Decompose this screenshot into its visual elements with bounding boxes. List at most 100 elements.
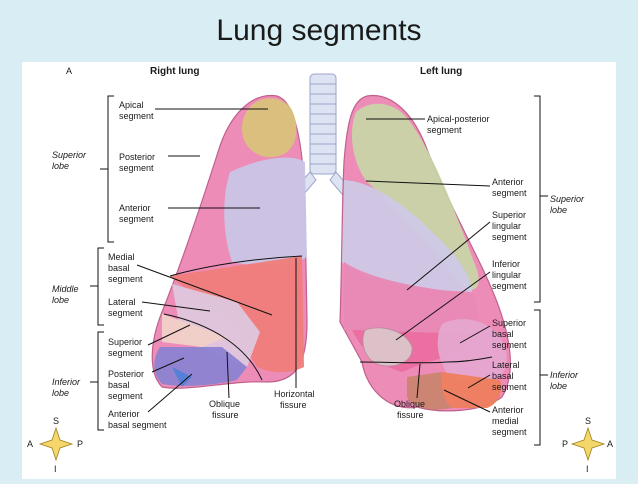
label-posterior: Posterior [119, 152, 155, 162]
segment-superior-basal-ll [437, 319, 507, 380]
right-lung-heading: Right lung [150, 66, 199, 77]
compass-right-a: A [607, 439, 613, 449]
lobe-inferior-ll-line2: lobe [550, 381, 567, 391]
segment-superior-rl [162, 314, 227, 347]
label-posterior-basal: Posterior [108, 369, 144, 379]
lobe-inferior-rl-line1: Inferior [52, 377, 81, 387]
lobe-inferior-rl-line2: lobe [52, 388, 69, 398]
label-anterior-ll: Anterior [492, 177, 524, 187]
segment-apical-posterior-ll [351, 103, 479, 291]
compass-left-a: A [27, 439, 33, 449]
label-medial-basal: Medial [108, 252, 135, 262]
label-superior: Superior [108, 337, 142, 347]
label-oblique-fissure-rl: Oblique [209, 399, 240, 409]
compass-star-icon [38, 426, 74, 462]
lobe-middle-rl-line2: lobe [52, 295, 69, 305]
right-lung [151, 94, 308, 389]
label-anterior-medial-3: segment [492, 427, 527, 437]
label-superior-basal: Superior [492, 318, 526, 328]
label-inferior-lingular: Inferior [492, 259, 520, 269]
label-inferior-lingular-3: segment [492, 281, 527, 291]
label-horizontal-fissure-2: fissure [280, 400, 307, 410]
label-anterior: Anterior [119, 203, 151, 213]
compass-right-p: P [562, 439, 568, 449]
right-lung-lobe-brackets [90, 95, 114, 431]
compass-left-s: S [53, 416, 59, 426]
compass-right-i: I [586, 464, 589, 474]
label-posterior-basal-2: basal [108, 380, 130, 390]
label-apical-posterior-2: segment [427, 125, 462, 135]
label-lateral-basal-3: segment [492, 382, 527, 392]
label-lateral-2: segment [108, 308, 143, 318]
label-anterior-basal-2: basal segment [108, 420, 167, 430]
label-superior-basal-3: segment [492, 340, 527, 350]
label-posterior-basal-3: segment [108, 391, 143, 401]
lobe-superior-ll-line2: lobe [550, 205, 567, 215]
segment-lateral-basal-ll [440, 372, 502, 408]
lobe-superior-rl-line1: Superior [52, 150, 87, 160]
label-superior-basal-2: basal [492, 329, 514, 339]
compass-star-icon [570, 426, 606, 462]
label-anterior-2: segment [119, 214, 154, 224]
label-anterior-basal: Anterior [108, 409, 140, 419]
label-lateral: Lateral [108, 297, 136, 307]
compass-right: S P A I [562, 416, 613, 474]
label-inferior-lingular-2: lingular [492, 270, 521, 280]
label-oblique-fissure-rl-2: fissure [212, 410, 239, 420]
label-oblique-fissure-ll: Oblique [394, 399, 425, 409]
figure-letter: A [66, 66, 72, 76]
slide-title: Lung segments [216, 14, 422, 47]
label-posterior-2: segment [119, 163, 154, 173]
left-lung-lobe-brackets [534, 95, 548, 446]
lobe-inferior-ll-line1: Inferior [550, 370, 579, 380]
left-lung [339, 94, 512, 412]
label-superior-lingular: Superior [492, 210, 526, 220]
label-lateral-basal-2: basal [492, 371, 514, 381]
compass-right-s: S [585, 416, 591, 426]
compass-left-p: P [77, 439, 83, 449]
label-apical: Apical [119, 100, 144, 110]
lobe-superior-rl-line2: lobe [52, 161, 69, 171]
label-superior-2: segment [108, 348, 143, 358]
label-anterior-ll-2: segment [492, 188, 527, 198]
label-lateral-basal: Lateral [492, 360, 520, 370]
label-anterior-medial-2: medial [492, 416, 519, 426]
label-apical-posterior: Apical-posterior [427, 114, 490, 124]
left-lung-heading: Left lung [420, 66, 462, 77]
label-superior-lingular-2: lingular [492, 221, 521, 231]
lobe-superior-ll-line1: Superior [550, 194, 585, 204]
segment-lateral-rl [172, 284, 260, 367]
segment-apical-rl [242, 98, 297, 158]
lobe-middle-rl-line1: Middle [52, 284, 79, 294]
label-medial-basal-3: segment [108, 274, 143, 284]
compass-left-i: I [54, 464, 57, 474]
